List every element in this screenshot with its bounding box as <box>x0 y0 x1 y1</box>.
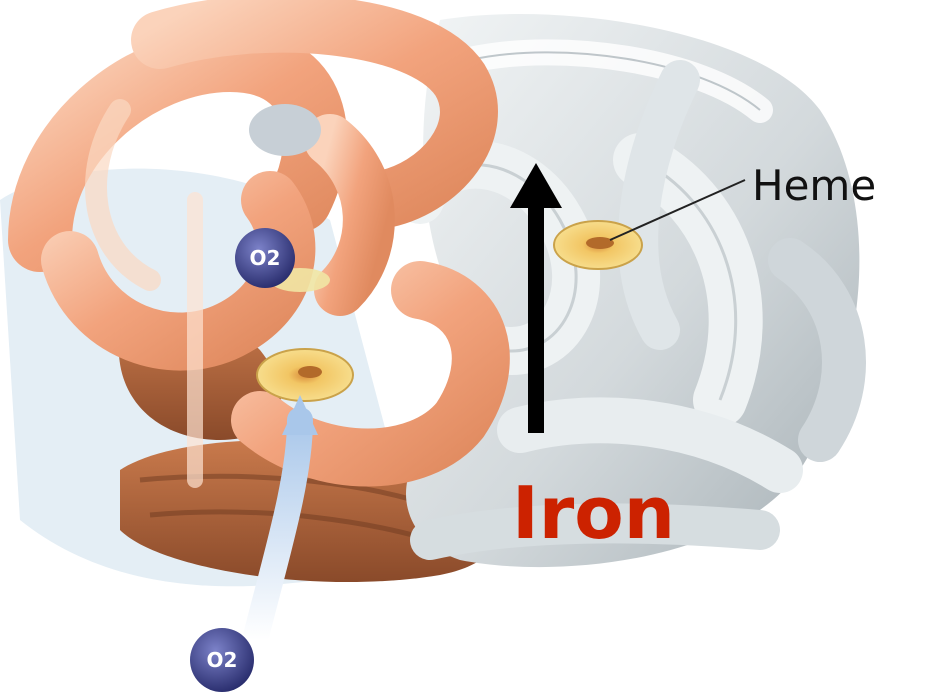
oxygen-molecule-bound: O2 <box>235 228 295 288</box>
iron-label: Iron <box>512 471 675 555</box>
svg-text:O2: O2 <box>207 648 238 672</box>
heme-disc-alpha <box>257 349 353 401</box>
heme-disc-beta <box>554 221 642 269</box>
svg-text:O2: O2 <box>250 246 281 270</box>
oxygen-molecule-free: O2 <box>190 628 254 692</box>
grey-knob <box>249 104 321 156</box>
heme-label: Heme <box>752 161 876 210</box>
